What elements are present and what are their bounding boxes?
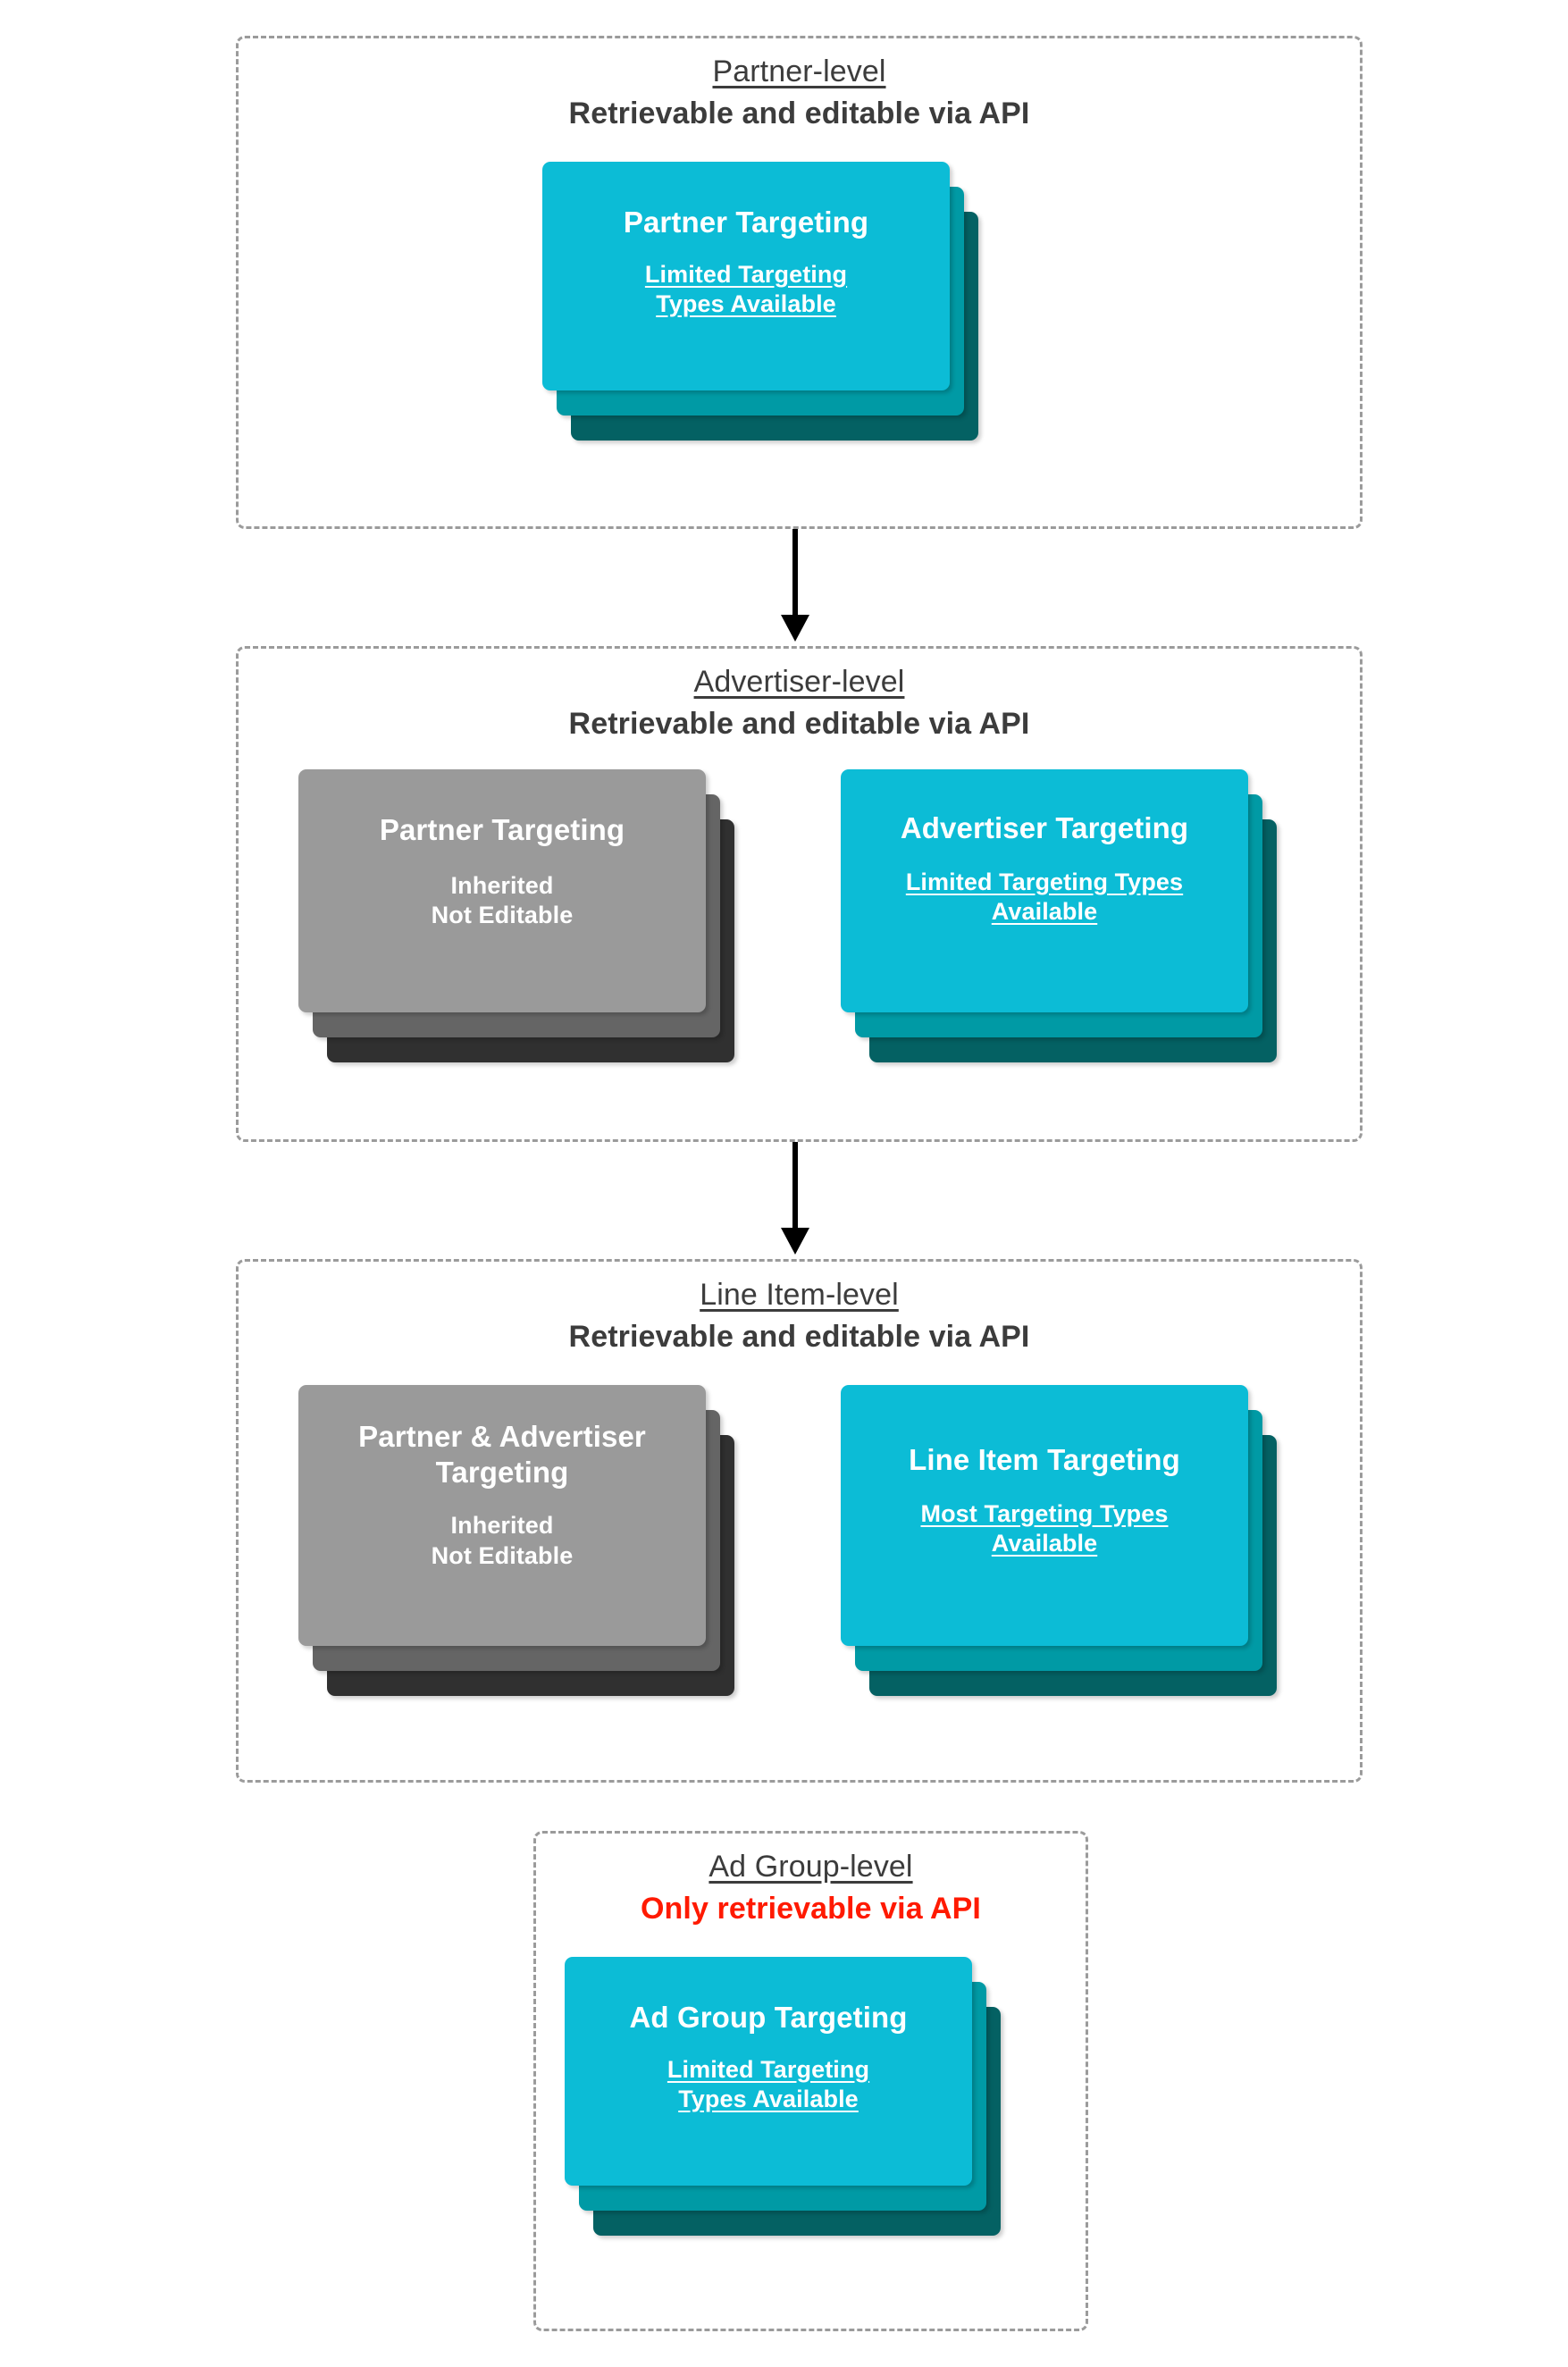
panel-advertiser-level-heading: Advertiser-level Retrievable and editabl… — [239, 664, 1360, 742]
panel-line-item-level: Line Item-level Retrievable and editable… — [236, 1259, 1363, 1783]
panel-line-item-level-heading: Line Item-level Retrievable and editable… — [239, 1277, 1360, 1355]
card-subtitle: Inherited Not Editable — [431, 1512, 574, 1569]
card-stack-partner-advertiser-targeting-inherited: Partner & Advertiser Targeting Inherited… — [298, 1385, 763, 1742]
level-label: Partner-level — [712, 55, 886, 88]
connector-partner-to-advertiser — [781, 529, 809, 642]
card-title: Ad Group Targeting — [629, 2001, 908, 2034]
card-stack-line-item-targeting: Line Item Targeting Most Targeting Types… — [841, 1385, 1305, 1742]
level-label: Ad Group-level — [709, 1850, 913, 1884]
card-partner-targeting[interactable]: Partner Targeting Limited Targeting Type… — [542, 162, 950, 390]
card-stack-partner-targeting: Partner Targeting Limited Targeting Type… — [542, 162, 1007, 491]
card-stack-ad-group-targeting: Ad Group Targeting Limited Targeting Typ… — [565, 1957, 1029, 2286]
panel-advertiser-level: Advertiser-level Retrievable and editabl… — [236, 646, 1363, 1142]
card-title: Partner Targeting — [623, 206, 869, 239]
card-subtitle: Limited Targeting Types Available — [905, 868, 1184, 926]
panel-ad-group-level-heading: Ad Group-level Only retrievable via API — [536, 1849, 1086, 1926]
card-stack-advertiser-targeting: Advertiser Targeting Limited Targeting T… — [841, 769, 1305, 1109]
panel-ad-group-level: Ad Group-level Only retrievable via API … — [533, 1831, 1088, 2331]
card-title: Advertiser Targeting — [900, 811, 1189, 844]
card-partner-advertiser-targeting-inherited[interactable]: Partner & Advertiser Targeting Inherited… — [298, 1385, 706, 1646]
panel-partner-level: Partner-level Retrievable and editable v… — [236, 36, 1363, 529]
level-api-note: Retrievable and editable via API — [568, 97, 1030, 131]
card-title: Partner Targeting — [379, 813, 625, 846]
card-advertiser-targeting[interactable]: Advertiser Targeting Limited Targeting T… — [841, 769, 1248, 1012]
card-partner-targeting-inherited[interactable]: Partner Targeting Inherited Not Editable — [298, 769, 706, 1012]
level-api-note: Retrievable and editable via API — [568, 707, 1030, 742]
card-subtitle: Limited Targeting Types Available — [667, 2055, 870, 2113]
card-title: Line Item Targeting — [909, 1443, 1180, 1476]
panel-partner-level-heading: Partner-level Retrievable and editable v… — [239, 54, 1360, 131]
card-line-item-targeting[interactable]: Line Item Targeting Most Targeting Types… — [841, 1385, 1248, 1646]
level-api-note: Only retrievable via API — [641, 1892, 981, 1926]
card-ad-group-targeting[interactable]: Ad Group Targeting Limited Targeting Typ… — [565, 1957, 972, 2186]
card-title: Partner & Advertiser Targeting — [358, 1420, 646, 1489]
level-label: Advertiser-level — [693, 665, 905, 699]
connector-advertiser-to-lineitem — [781, 1142, 809, 1255]
card-stack-partner-targeting-inherited: Partner Targeting Inherited Not Editable — [298, 769, 763, 1109]
card-subtitle: Inherited Not Editable — [431, 871, 574, 929]
card-subtitle: Most Targeting Types Available — [920, 1499, 1169, 1557]
card-subtitle: Limited Targeting Types Available — [644, 260, 848, 318]
level-label: Line Item-level — [700, 1278, 899, 1312]
level-api-note: Retrievable and editable via API — [568, 1320, 1030, 1355]
